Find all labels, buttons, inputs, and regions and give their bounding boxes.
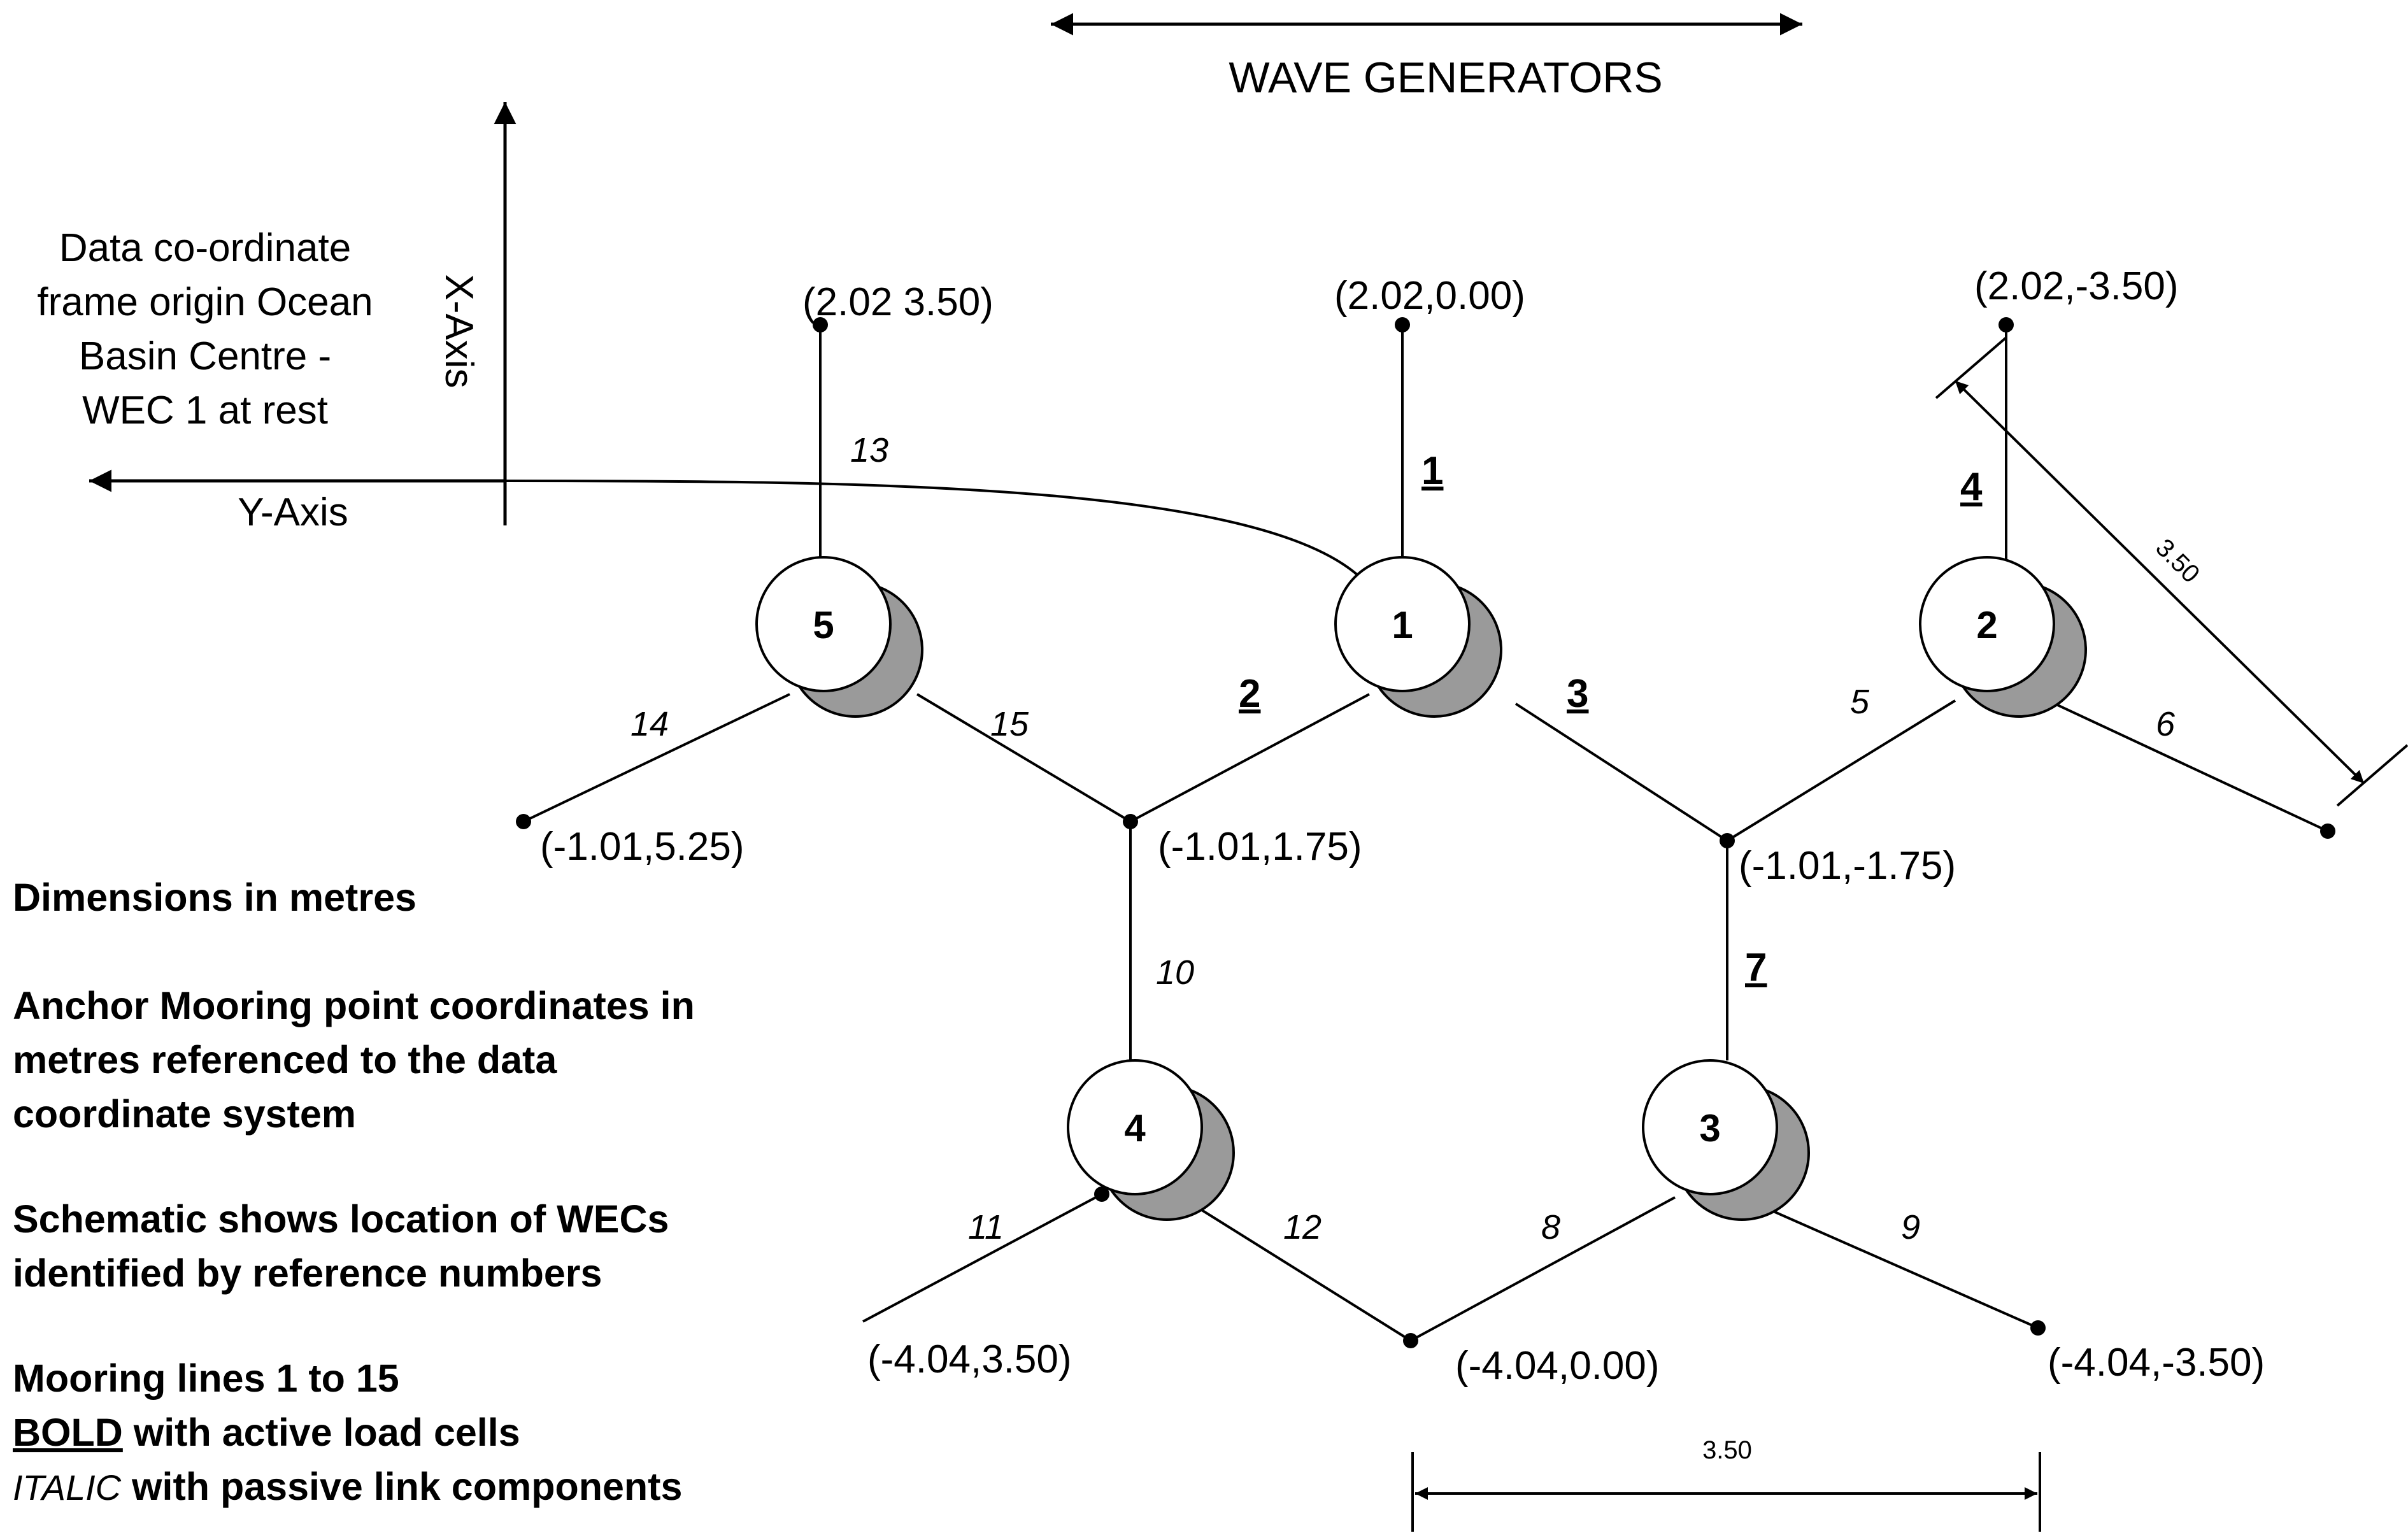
svg-text:6: 6 bbox=[2156, 705, 2176, 743]
diagonal-dimension bbox=[1935, 336, 2408, 807]
svg-text:3: 3 bbox=[1699, 1107, 1720, 1150]
mooring-line-3 bbox=[1514, 702, 1728, 842]
origin-note: Data co-ordinate frame origin Ocean Basi… bbox=[37, 226, 373, 432]
svg-text:Mooring lines 1 to 15: Mooring lines 1 to 15 bbox=[13, 1357, 399, 1400]
svg-text:8: 8 bbox=[1541, 1208, 1560, 1246]
svg-text:2: 2 bbox=[1976, 604, 1997, 646]
svg-text:(-1.01,5.25): (-1.01,5.25) bbox=[540, 825, 744, 869]
x-axis-label: X-Axis bbox=[437, 274, 481, 388]
mooring-line-14 bbox=[523, 693, 790, 823]
horizontal-dimension bbox=[1411, 1452, 2041, 1532]
svg-text:4: 4 bbox=[1124, 1107, 1146, 1150]
svg-text:3: 3 bbox=[1567, 672, 1588, 716]
mooring-line-2 bbox=[1130, 693, 1370, 823]
mooring-line-9 bbox=[1770, 1209, 2039, 1329]
svg-text:Data co-ordinate: Data co-ordinate bbox=[59, 226, 351, 270]
svg-text:metres referenced to the data: metres referenced to the data bbox=[13, 1038, 557, 1081]
svg-text:(2.02,-3.50): (2.02,-3.50) bbox=[1974, 264, 2179, 308]
wec-4: 4 bbox=[1067, 1059, 1235, 1221]
line-numbers-active: 1 4 2 3 7 bbox=[1239, 449, 1983, 990]
svg-text:(2.02,0.00): (2.02,0.00) bbox=[1334, 274, 1525, 318]
svg-text:1: 1 bbox=[1392, 604, 1413, 646]
svg-text:coordinate system: coordinate system bbox=[13, 1092, 356, 1136]
wec-5: 5 bbox=[755, 556, 923, 718]
mooring-line-5 bbox=[1726, 699, 1956, 842]
svg-text:(-4.04,-3.50): (-4.04,-3.50) bbox=[2048, 1341, 2265, 1385]
svg-text:4: 4 bbox=[1960, 465, 1983, 509]
svg-text:frame origin Ocean: frame origin Ocean bbox=[37, 280, 373, 324]
mooring-line-12 bbox=[1180, 1196, 1412, 1342]
svg-text:11: 11 bbox=[968, 1208, 1004, 1246]
svg-text:identified by reference number: identified by reference numbers bbox=[13, 1251, 602, 1295]
mooring-line-6 bbox=[2041, 696, 2328, 832]
horizontal-dimension-value: 3.50 bbox=[1702, 1436, 1752, 1464]
svg-text:(-1.01,-1.75): (-1.01,-1.75) bbox=[1739, 844, 1956, 888]
svg-text:10: 10 bbox=[1156, 953, 1194, 992]
wec-1: 1 bbox=[1334, 556, 1502, 718]
svg-text:WEC 1 at rest: WEC 1 at rest bbox=[82, 389, 328, 432]
mooring-line-11 bbox=[862, 1193, 1102, 1323]
wec-3: 3 bbox=[1642, 1059, 1810, 1221]
wave-generators-label: WAVE GENERATORS bbox=[1229, 53, 1662, 102]
svg-text:9: 9 bbox=[1901, 1208, 1920, 1246]
note-bold-line: BOLD with active load cells bbox=[13, 1411, 520, 1454]
svg-text:Basin Centre -: Basin Centre - bbox=[79, 334, 331, 378]
svg-text:Anchor Mooring point coordinat: Anchor Mooring point coordinates in bbox=[13, 984, 695, 1027]
note-units: Dimensions in metres bbox=[13, 876, 417, 919]
svg-text:14: 14 bbox=[630, 705, 669, 743]
notes: Dimensions in metres Anchor Mooring poin… bbox=[13, 876, 695, 1508]
mooring-line-15 bbox=[916, 693, 1132, 823]
anchor-labels: (2.02 3.50) (2.02,0.00) (2.02,-3.50) (-1… bbox=[540, 264, 2265, 1388]
svg-text:15: 15 bbox=[990, 705, 1029, 743]
svg-text:(2.02 3.50): (2.02 3.50) bbox=[802, 280, 994, 324]
svg-text:(-4.04,3.50): (-4.04,3.50) bbox=[867, 1337, 1072, 1381]
line-numbers-passive: 13 14 15 5 6 10 11 12 8 9 bbox=[630, 431, 2176, 1246]
anchor-points bbox=[516, 317, 2335, 1348]
svg-text:2: 2 bbox=[1239, 672, 1260, 716]
svg-text:12: 12 bbox=[1283, 1208, 1322, 1246]
svg-text:1: 1 bbox=[1421, 449, 1443, 493]
svg-text:(-4.04,0.00): (-4.04,0.00) bbox=[1455, 1344, 1660, 1388]
wec-2: 2 bbox=[1919, 556, 2087, 718]
svg-text:5: 5 bbox=[1850, 683, 1870, 721]
note-italic-line: ITALIC with passive link components bbox=[13, 1465, 682, 1508]
svg-text:7: 7 bbox=[1745, 946, 1767, 990]
svg-text:13: 13 bbox=[850, 431, 888, 469]
mooring-line-8 bbox=[1410, 1196, 1676, 1342]
y-axis-label: Y-Axis bbox=[238, 490, 348, 534]
svg-text:5: 5 bbox=[813, 604, 834, 646]
mooring-line-13-curve bbox=[506, 480, 1377, 597]
svg-text:(-1.01,1.75): (-1.01,1.75) bbox=[1158, 825, 1362, 869]
svg-text:Schematic shows location of WE: Schematic shows location of WECs bbox=[13, 1197, 669, 1241]
